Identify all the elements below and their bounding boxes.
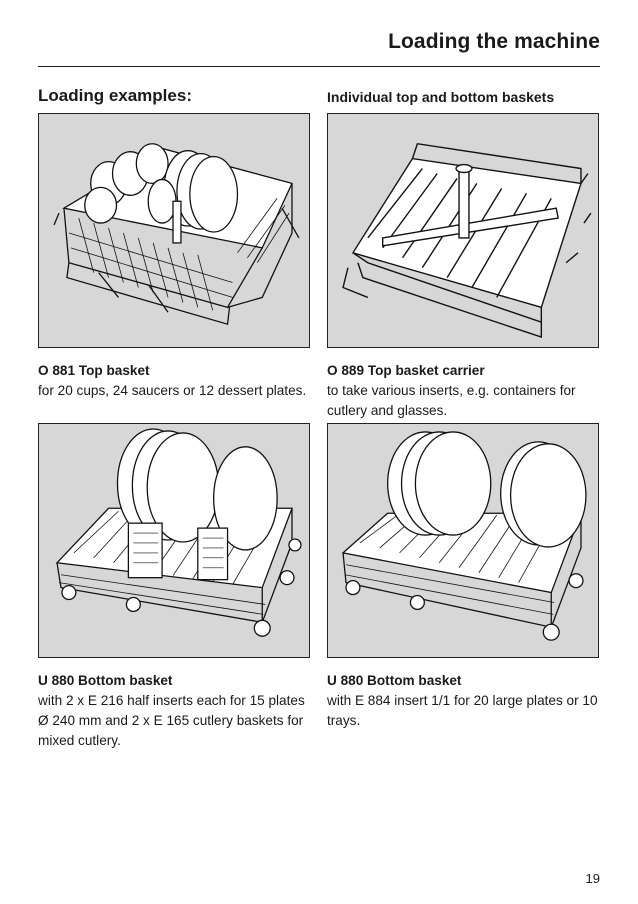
header-divider — [38, 66, 600, 67]
caption-u880-e884: U 880 Bottom basket with E 884 insert 1/… — [327, 671, 602, 731]
basket-carrier-illustration — [342, 142, 592, 339]
figure-u880-e884-insert — [327, 423, 599, 658]
page-header-title: Loading the machine — [388, 30, 600, 53]
top-basket-illustration — [53, 143, 300, 326]
caption-title: U 880 Bottom basket — [327, 673, 462, 688]
caption-body: for 20 cups, 24 saucers or 12 dessert pl… — [38, 383, 307, 398]
page-number: 19 — [585, 871, 600, 886]
figure-u880-half-inserts — [38, 423, 310, 658]
figure-o889-top-basket-carrier — [327, 113, 599, 348]
bottom-basket-half-inserts-illustration — [55, 428, 302, 637]
bottom-basket-e884-illustration — [341, 431, 587, 641]
section-heading-individual-baskets: Individual top and bottom baskets — [327, 89, 555, 105]
caption-body: with 2 x E 216 half inserts each for 15 … — [38, 693, 305, 748]
caption-title: O 881 Top basket — [38, 363, 150, 378]
caption-o889: O 889 Top basket carrier to take various… — [327, 361, 602, 421]
caption-o881: O 881 Top basket for 20 cups, 24 saucers… — [38, 361, 313, 401]
caption-body: with E 884 insert 1/1 for 20 large plate… — [327, 693, 598, 728]
caption-body: to take various inserts, e.g. containers… — [327, 383, 576, 418]
section-heading-loading-examples: Loading examples: — [38, 86, 192, 105]
caption-title: U 880 Bottom basket — [38, 673, 173, 688]
caption-title: O 889 Top basket carrier — [327, 363, 485, 378]
caption-u880-half-inserts: U 880 Bottom basket with 2 x E 216 half … — [38, 671, 313, 751]
figure-o881-top-basket — [38, 113, 310, 348]
